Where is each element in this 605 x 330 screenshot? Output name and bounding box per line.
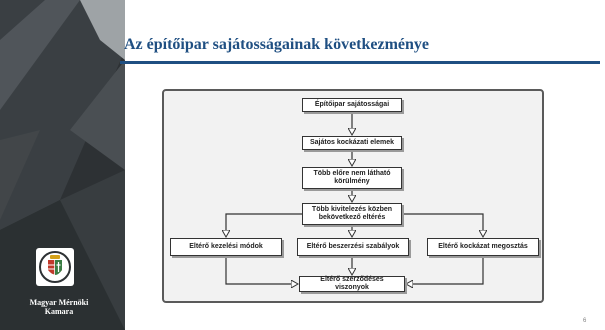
box-kivitelezes-kozbeni-elteres: Több kivitelezés közben bekövetkező elté… [302, 203, 402, 225]
box-label-line2: bekövetkező eltérés [318, 214, 386, 221]
box-label: Eltérő kezelési módok [189, 243, 263, 250]
box-label-line1: Több előre nem látható [313, 170, 391, 177]
diagram-frame [162, 89, 544, 303]
box-eltero-kockazat-megosztas: Eltérő kockázat megosztás [427, 238, 539, 256]
organization-name-line1: Magyar Mérnöki [29, 298, 89, 307]
box-eltero-szerzodeses-viszonyok: Eltérő szerződéses viszonyok [299, 276, 405, 292]
box-label: Építőipar sajátosságai [314, 101, 390, 108]
box-eltero-beszerzesi-szabalyok: Eltérő beszerzési szabályok [297, 238, 409, 256]
box-label: Eltérő kockázat megosztás [438, 243, 528, 250]
box-label: Eltérő szerződéses viszonyok [320, 276, 384, 291]
page-number: 6 [583, 318, 587, 324]
left-decorative-band [0, 0, 125, 330]
box-sajatos-kockazati-elemek: Sajátos kockázati elemek [302, 136, 402, 150]
title-underline [120, 61, 600, 64]
box-elore-nem-lathato-korulmeny: Több előre nem látható körülmény [302, 167, 402, 189]
box-label: Eltérő beszerzési szabályok [306, 243, 400, 250]
box-eltero-kezelesi-modok: Eltérő kezelési módok [170, 238, 282, 256]
organization-name-line2: Kamara [44, 307, 74, 316]
box-label-line1: Több kivitelezés közben [311, 206, 393, 213]
box-label-line2: körülmény [334, 178, 370, 185]
organization-name: Magyar Mérnöki Kamara [10, 298, 108, 316]
slide-title: Az építőipar sajátosságainak következmén… [124, 36, 430, 53]
box-epitoipar-sajatossagai: Építőipar sajátosságai [302, 98, 402, 112]
hungarian-coat-of-arms-logo [36, 248, 74, 286]
box-label: Sajátos kockázati elemek [309, 139, 395, 146]
